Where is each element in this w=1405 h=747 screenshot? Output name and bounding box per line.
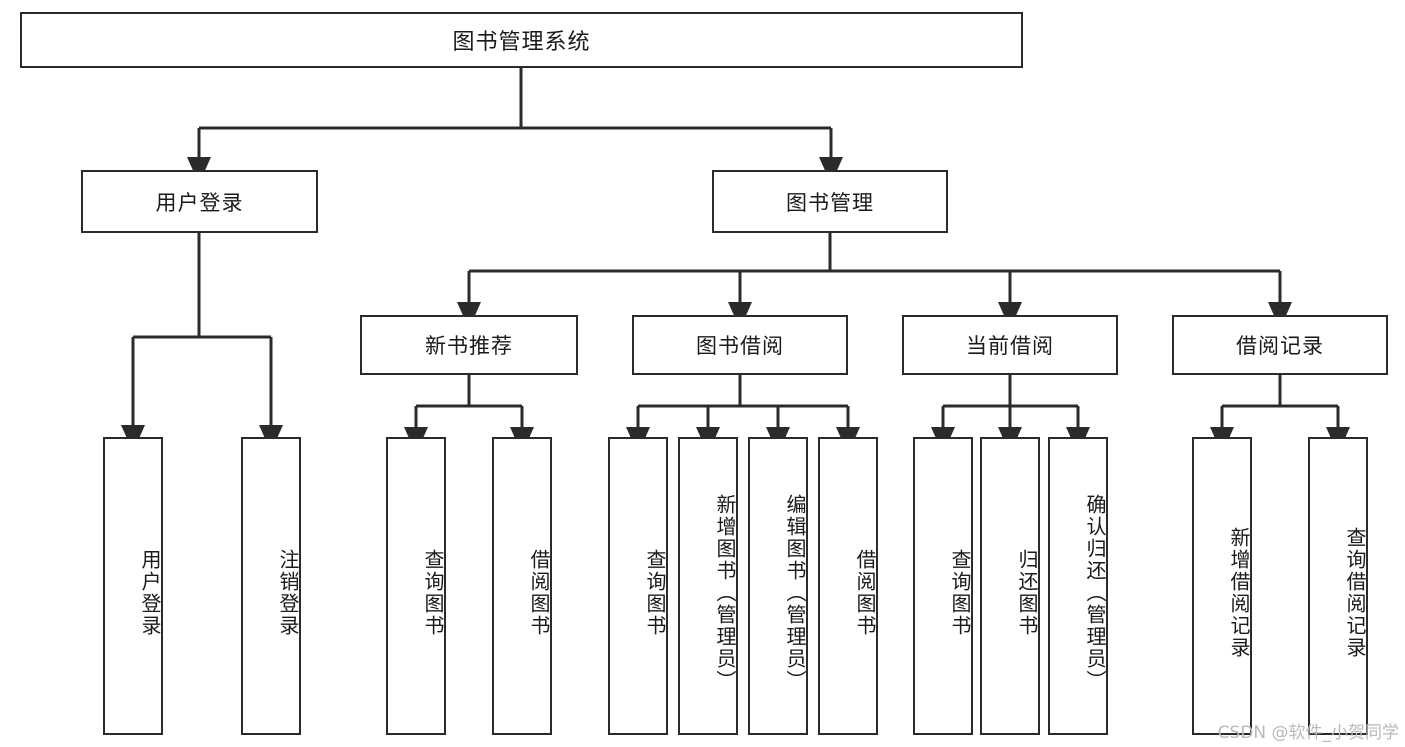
node-label: 用户登录 <box>138 549 162 637</box>
node-label: 当前借阅 <box>966 334 1054 358</box>
node-new-book-recommend[interactable]: 新书推荐 <box>360 315 578 375</box>
node-label: 用户登录 <box>155 190 244 215</box>
node-root-system[interactable]: 图书管理系统 <box>20 12 1023 68</box>
node-label: 图书管理 <box>786 190 874 215</box>
node-book-management[interactable]: 图书管理 <box>712 170 948 233</box>
node-borrow-record[interactable]: 借阅记录 <box>1172 315 1388 375</box>
node-label: 编辑图书（管理员） <box>783 494 807 692</box>
leaf-add-book-admin[interactable]: 新增图书（管理员） <box>678 437 738 735</box>
node-label: 图书管理系统 <box>452 30 591 55</box>
node-label: 查询图书 <box>643 549 667 637</box>
leaf-borrow-book-new[interactable]: 借阅图书 <box>492 437 552 735</box>
node-label: 查询图书 <box>421 549 445 637</box>
leaf-query-borrow-record[interactable]: 查询借阅记录 <box>1308 437 1368 735</box>
node-label: 新书推荐 <box>425 334 513 358</box>
node-label: 注销登录 <box>276 549 300 637</box>
leaf-add-borrow-record[interactable]: 新增借阅记录 <box>1192 437 1252 735</box>
node-user-login[interactable]: 用户登录 <box>81 170 318 233</box>
leaf-return-book[interactable]: 归还图书 <box>980 437 1040 735</box>
leaf-logout[interactable]: 注销登录 <box>241 437 301 735</box>
node-current-borrow[interactable]: 当前借阅 <box>902 315 1118 375</box>
node-book-borrow[interactable]: 图书借阅 <box>632 315 848 375</box>
leaf-user-login[interactable]: 用户登录 <box>103 437 163 735</box>
node-label: 借阅图书 <box>527 549 551 637</box>
node-label: 新增借阅记录 <box>1227 527 1251 659</box>
leaf-query-book-current[interactable]: 查询图书 <box>913 437 973 735</box>
leaf-edit-book-admin[interactable]: 编辑图书（管理员） <box>748 437 808 735</box>
node-label: 确认归还（管理员） <box>1083 494 1107 692</box>
node-label: 借阅图书 <box>853 549 877 637</box>
leaf-query-book-borrow[interactable]: 查询图书 <box>608 437 668 735</box>
node-label: 借阅记录 <box>1236 334 1324 358</box>
node-label: 归还图书 <box>1015 549 1039 637</box>
node-label: 查询借阅记录 <box>1343 527 1367 659</box>
leaf-borrow-book[interactable]: 借阅图书 <box>818 437 878 735</box>
leaf-confirm-return-admin[interactable]: 确认归还（管理员） <box>1048 437 1108 735</box>
leaf-query-book-new[interactable]: 查询图书 <box>386 437 446 735</box>
node-label: 图书借阅 <box>696 334 784 358</box>
node-label: 新增图书（管理员） <box>713 494 737 692</box>
node-label: 查询图书 <box>948 549 972 637</box>
